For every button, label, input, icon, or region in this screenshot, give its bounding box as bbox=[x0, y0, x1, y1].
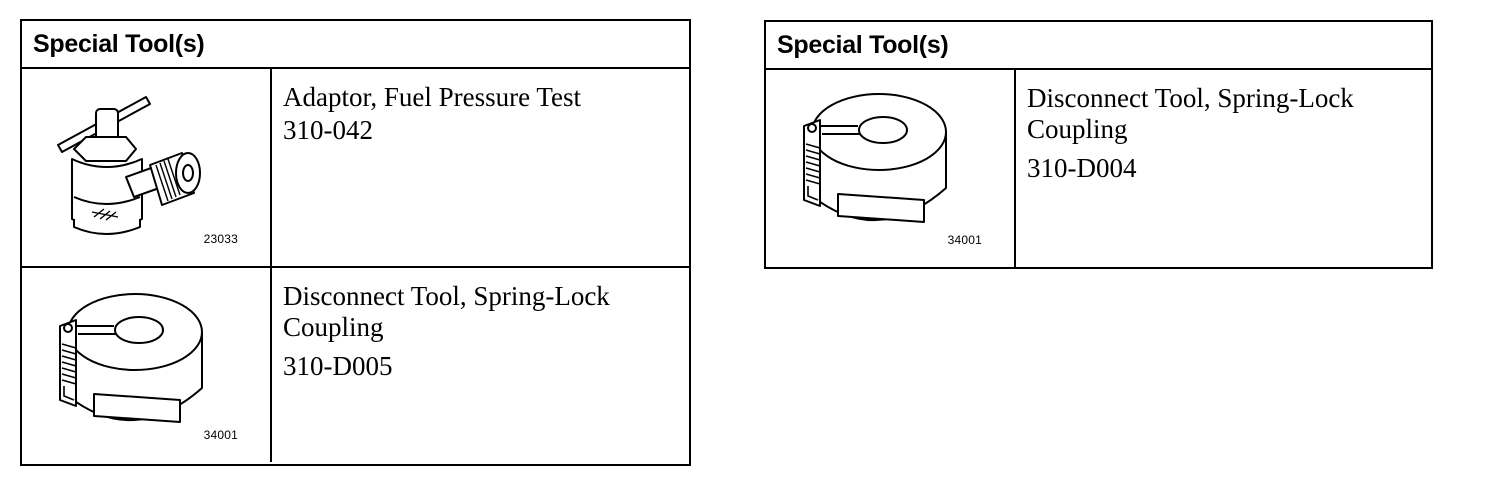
special-tools-table-right: Special Tool(s) 34001 bbox=[764, 20, 1433, 269]
spring-lock-disconnect-tool-icon bbox=[803, 93, 947, 223]
tool-number: 310-D005 bbox=[283, 351, 393, 381]
figure-number: 23033 bbox=[203, 232, 238, 246]
figure-number: 34001 bbox=[203, 428, 238, 442]
tool-name: Disconnect Tool, Spring-Lock Coupling bbox=[1027, 83, 1354, 144]
fuel-pressure-adaptor-icon bbox=[57, 96, 201, 235]
table-header: Special Tool(s) bbox=[22, 21, 689, 69]
illustration-cell: 34001 bbox=[766, 70, 1016, 267]
figure-number: 34001 bbox=[947, 233, 982, 247]
table-row: 34001 Disconnect Tool, Spring-Lock Coupl… bbox=[22, 266, 689, 462]
tool-number: 310-042 bbox=[283, 115, 373, 145]
special-tools-table-left: Special Tool(s) bbox=[20, 19, 691, 466]
illustration-cell: 34001 bbox=[22, 268, 272, 462]
table-header: Special Tool(s) bbox=[766, 22, 1431, 70]
description-cell: Adaptor, Fuel Pressure Test 310-042 bbox=[272, 69, 689, 266]
table-row: 23033 Adaptor, Fuel Pressure Test 310-04… bbox=[22, 69, 689, 266]
spring-lock-disconnect-tool-icon bbox=[59, 293, 203, 423]
tool-name: Adaptor, Fuel Pressure Test bbox=[283, 82, 581, 112]
illustration-cell: 23033 bbox=[22, 69, 272, 266]
table-row: 34001 Disconnect Tool, Spring-Lock Coupl… bbox=[766, 70, 1431, 267]
tool-number: 310-D004 bbox=[1027, 153, 1137, 183]
description-cell: Disconnect Tool, Spring-Lock Coupling 31… bbox=[1016, 70, 1431, 267]
description-cell: Disconnect Tool, Spring-Lock Coupling 31… bbox=[272, 268, 689, 462]
tool-name: Disconnect Tool, Spring-Lock Coupling bbox=[283, 281, 610, 342]
